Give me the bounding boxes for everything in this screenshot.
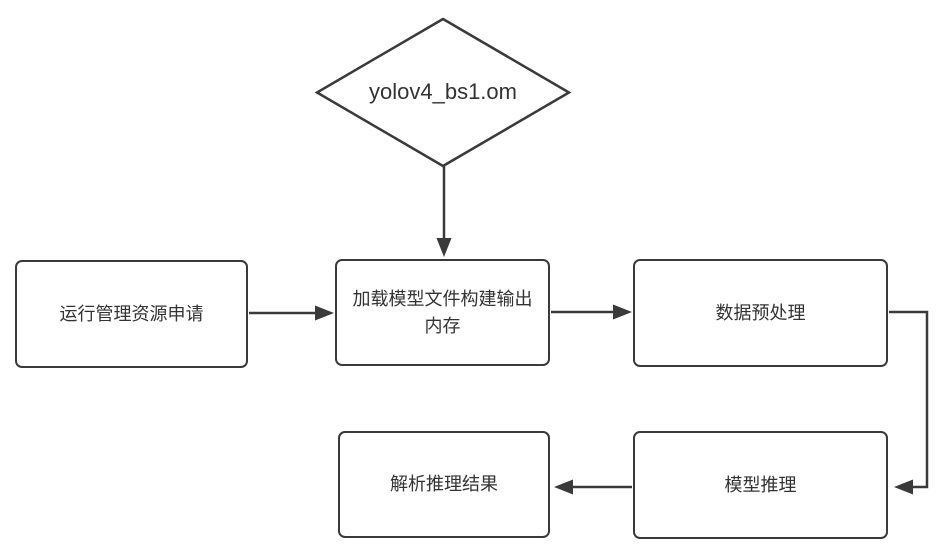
node-model-file-label: yolov4_bs1.om — [369, 79, 517, 104]
arrow-inference-to-parse — [554, 479, 632, 495]
node-parse-result: 解析推理结果 — [338, 431, 550, 538]
arrow-resource-to-load — [249, 305, 334, 321]
node-runtime-resource: 运行管理资源申请 — [15, 260, 248, 368]
node-load-model: 加载模型文件构建输出 内存 — [335, 259, 550, 366]
arrow-load-to-preprocess — [551, 304, 632, 320]
connector-preprocess-to-inference — [889, 310, 929, 495]
node-model-inference: 模型推理 — [633, 431, 888, 539]
arrow-diamond-to-load — [436, 166, 452, 257]
node-data-preprocess: 数据预处理 — [633, 259, 888, 367]
